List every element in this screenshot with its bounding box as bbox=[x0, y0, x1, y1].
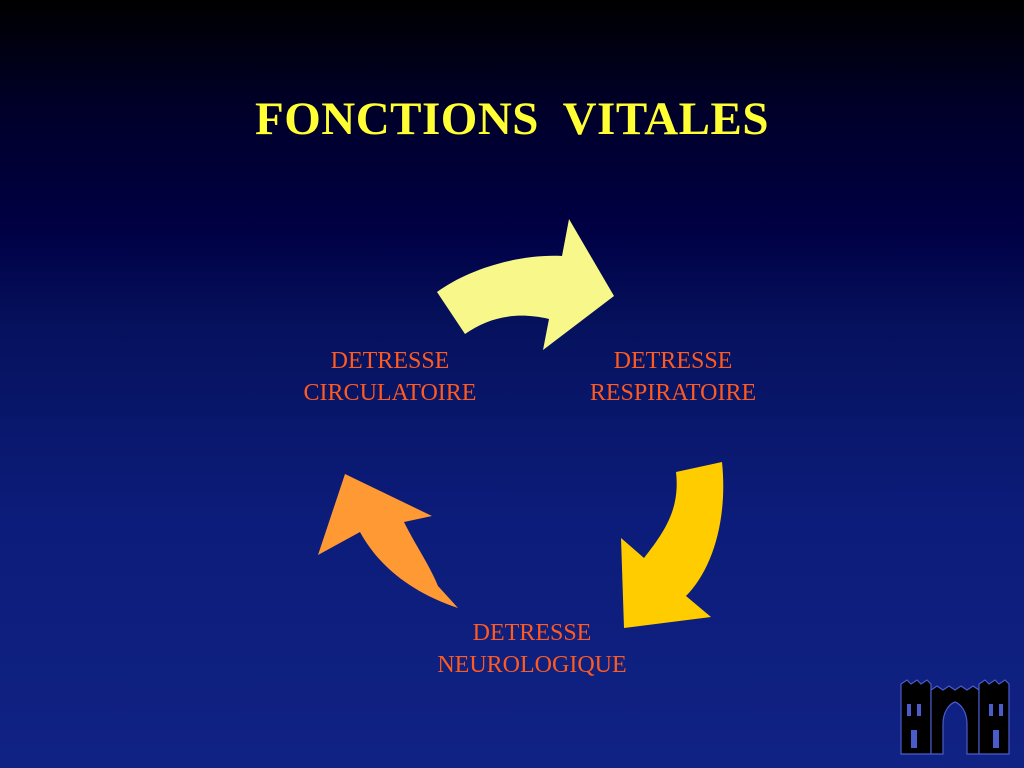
node-neurologique-line1: DETRESSE bbox=[472, 620, 592, 646]
arrow-respiratoire-to-neurologique bbox=[621, 462, 724, 628]
city-gate-icon bbox=[900, 679, 1010, 755]
node-respiratoire-line2: RESPIRATOIRE bbox=[589, 380, 757, 406]
arrow-neurologique-to-circulatoire bbox=[318, 474, 458, 608]
node-detresse-circulatoire: DETRESSE CIRCULATOIRE bbox=[270, 345, 510, 409]
node-circulatoire-line2: CIRCULATOIRE bbox=[303, 380, 477, 406]
node-detresse-respiratoire: DETRESSE RESPIRATOIRE bbox=[553, 345, 793, 409]
node-circulatoire-line1: DETRESSE bbox=[330, 348, 450, 374]
slide-title: FONCTIONS VITALES bbox=[255, 93, 769, 145]
node-detresse-neurologique: DETRESSE NEUROLOGIQUE bbox=[400, 617, 664, 681]
node-respiratoire-line1: DETRESSE bbox=[613, 348, 733, 374]
node-neurologique-line2: NEUROLOGIQUE bbox=[437, 652, 627, 678]
arrow-circulatoire-to-respiratoire bbox=[437, 219, 614, 350]
